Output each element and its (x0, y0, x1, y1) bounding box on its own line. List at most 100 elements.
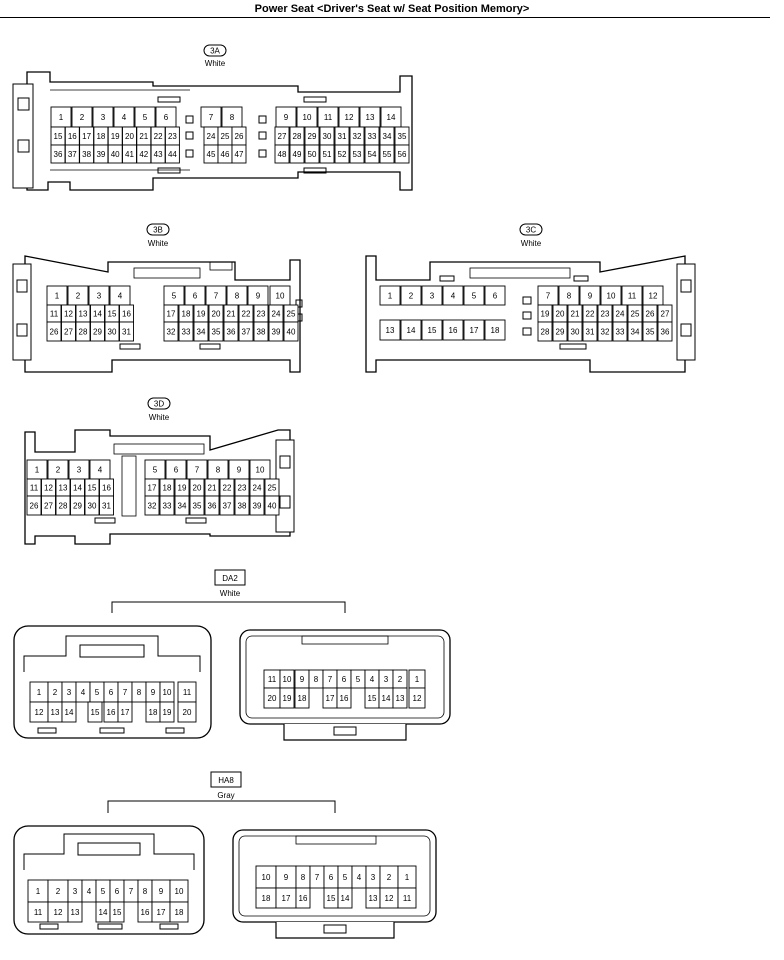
pin-number: 14 (341, 894, 350, 903)
pin-number: 10 (256, 466, 265, 475)
connector-3b-key (199, 343, 221, 350)
connector-3d-id-badge (147, 397, 171, 410)
pin-number: 22 (223, 484, 232, 493)
pin-number: 20 (183, 708, 192, 717)
pin-cell (163, 321, 179, 342)
pin-number: 9 (284, 873, 289, 882)
pin-number: 28 (79, 328, 88, 337)
pin-number: 8 (137, 688, 142, 697)
pin-number: 13 (386, 326, 395, 335)
pin-number: 14 (93, 310, 102, 319)
pin-number: 53 (353, 150, 362, 159)
connector-3d-color: White (149, 413, 170, 422)
pin-number: 6 (342, 675, 347, 684)
pin-number: 22 (154, 132, 163, 141)
connector-3b-guide (295, 299, 303, 308)
pin-number: 6 (164, 113, 169, 122)
pin-cell (249, 495, 265, 516)
pin-cell (238, 321, 254, 342)
connector-3c-key (573, 275, 589, 282)
pin-number: 16 (141, 908, 150, 917)
pin-number: 16 (122, 310, 131, 319)
pin-cell (379, 285, 401, 306)
connector-3b-lock-tab (12, 263, 32, 361)
pin-number: 4 (370, 675, 375, 684)
connector-ha8-id-box (210, 771, 242, 788)
pin-number: 19 (163, 708, 172, 717)
pin-number: 17 (148, 484, 157, 493)
pin-number: 35 (193, 502, 202, 511)
connector-3a-key (157, 96, 181, 103)
pin-number: 34 (383, 132, 392, 141)
pin-number: 24 (253, 484, 262, 493)
pin-number: 15 (91, 708, 100, 717)
pin-number: 11 (34, 908, 43, 917)
pin-cell (144, 495, 160, 516)
pin-cell (119, 321, 134, 342)
pin-cell (264, 495, 280, 516)
pin-number: 28 (541, 328, 550, 337)
pin-number: 30 (571, 328, 580, 337)
pin-number: 33 (368, 132, 377, 141)
connector-3a-key (157, 167, 181, 174)
pin-number: 2 (398, 675, 403, 684)
pin-cell (657, 321, 673, 342)
pin-number: 19 (541, 310, 550, 319)
pin-number: 42 (139, 150, 148, 159)
pin-cell (67, 901, 83, 923)
pin-number: 25 (287, 310, 296, 319)
pin-cell (421, 319, 443, 341)
pin-cell (336, 687, 352, 709)
connector-da2-female-key (37, 727, 57, 734)
pin-cell (283, 321, 299, 342)
pin-cell (421, 285, 443, 306)
pin-number: 13 (366, 113, 375, 122)
pin-cell (337, 887, 353, 909)
pin-number: 25 (268, 484, 277, 493)
pin-number: 21 (571, 310, 580, 319)
connector-3a-guide (258, 115, 267, 124)
pin-cell (55, 495, 71, 516)
connector-da2-id-box (214, 569, 246, 586)
pin-number: 12 (649, 292, 658, 301)
pin-number: 48 (278, 150, 287, 159)
pin-number: 18 (149, 708, 158, 717)
pin-cell (334, 144, 350, 164)
pin-number: 25 (221, 132, 230, 141)
connector-3c-guide (522, 311, 532, 320)
pin-number: 30 (108, 328, 117, 337)
pin-number: 34 (631, 328, 640, 337)
pin-number: 5 (172, 292, 177, 301)
pin-number: 12 (385, 894, 394, 903)
pin-number: 49 (293, 150, 302, 159)
connector-3a-guide (258, 131, 267, 140)
pin-number: 18 (491, 326, 500, 335)
pin-number: 7 (328, 675, 333, 684)
connector-3a-guide (258, 149, 267, 158)
pin-number: 8 (216, 466, 221, 475)
pin-number: 38 (257, 328, 266, 337)
pin-number: 8 (314, 675, 319, 684)
pin-number: 35 (398, 132, 407, 141)
pin-cell (159, 701, 175, 723)
pin-cell (169, 901, 189, 923)
pin-number: 3 (97, 292, 102, 301)
pin-cell (178, 321, 194, 342)
pin-number: 17 (121, 708, 130, 717)
pin-number: 6 (193, 292, 198, 301)
pin-number: 31 (122, 328, 131, 337)
pin-number: 30 (88, 502, 97, 511)
pin-number: 27 (44, 502, 53, 511)
pin-number: 21 (139, 132, 148, 141)
connector-da2-color: White (220, 589, 241, 598)
pin-number: 7 (315, 873, 320, 882)
pin-cell (400, 319, 422, 341)
connector-3d-key (94, 517, 116, 524)
pin-number: 27 (278, 132, 287, 141)
pin-number: 39 (253, 502, 262, 511)
pin-cell (612, 321, 628, 342)
pin-number: 17 (470, 326, 479, 335)
pin-number: 21 (208, 484, 217, 493)
